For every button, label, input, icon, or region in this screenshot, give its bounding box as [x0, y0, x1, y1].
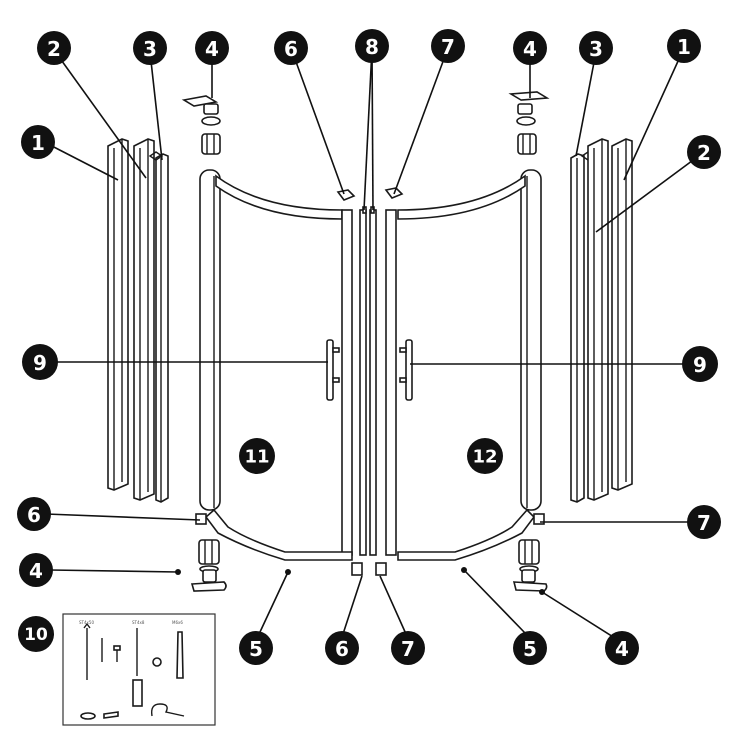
callout-badge-2-left-profile: 2 — [37, 31, 71, 65]
callout-badge-9-right-handle: 9 — [682, 346, 718, 382]
callout-badge-12-right-door: 12 — [467, 438, 503, 474]
callout-badge-6-bottom-centre: 6 — [325, 631, 359, 665]
svg-text:6: 6 — [27, 503, 41, 527]
right-wall-profile-2 — [587, 138, 609, 501]
callout-badge-6-left-bottom: 6 — [17, 497, 51, 531]
leader-dot — [175, 569, 181, 575]
leader-dot — [285, 569, 291, 575]
svg-text:M6x6: M6x6 — [172, 620, 183, 625]
svg-text:ST4x50: ST4x50 — [79, 620, 94, 625]
svg-text:11: 11 — [244, 447, 269, 468]
callout-badge-5-right-bottom-profile: 5 — [513, 631, 547, 665]
svg-text:9: 9 — [33, 351, 47, 375]
svg-text:10: 10 — [24, 625, 48, 645]
callout-badge-1-right-profile: 1 — [667, 29, 701, 63]
svg-text:7: 7 — [401, 637, 415, 661]
centre-magnetic-seal-profiles — [359, 206, 377, 556]
callout-badge-8-seals: 8 — [355, 29, 389, 63]
leader-dot — [539, 589, 545, 595]
callout-badge-4-right-top-bracket: 4 — [513, 31, 547, 65]
callout-badge-10-fixings: 10 — [18, 616, 54, 652]
callout-badge-11-left-door: 11 — [239, 438, 275, 474]
callout-badge-7-top: 7 — [431, 29, 465, 63]
left-door-handle — [326, 339, 340, 401]
svg-text:3: 3 — [143, 37, 157, 61]
svg-text:9: 9 — [693, 353, 707, 377]
svg-text:5: 5 — [249, 637, 263, 661]
callout-badge-3-right-profile: 3 — [579, 31, 613, 65]
leader-dot — [461, 567, 467, 573]
left-wall-profile-2 — [133, 138, 155, 501]
right-wall-profile-3 — [570, 151, 596, 503]
svg-text:4: 4 — [205, 37, 219, 61]
svg-text:6: 6 — [335, 637, 349, 661]
callout-badge-4-left-bottom-bracket: 4 — [19, 553, 53, 587]
svg-text:5: 5 — [523, 637, 537, 661]
right-door-panel — [384, 169, 545, 561]
left-door-panel — [195, 169, 356, 561]
svg-text:2: 2 — [47, 37, 61, 61]
left-bottom-pivot-bracket — [190, 539, 227, 592]
svg-text:7: 7 — [697, 511, 711, 535]
callout-badge-7-right-bottom: 7 — [687, 505, 721, 539]
svg-text:4: 4 — [615, 637, 629, 661]
left-top-pivot-bracket — [181, 95, 221, 155]
callout-badge-6-top: 6 — [274, 31, 308, 65]
callout-badge-1-left-profile: 1 — [21, 125, 55, 159]
svg-text:4: 4 — [523, 37, 537, 61]
svg-text:7: 7 — [441, 35, 455, 59]
svg-text:ST4x8: ST4x8 — [132, 620, 145, 625]
svg-text:3: 3 — [589, 37, 603, 61]
svg-text:2: 2 — [697, 141, 711, 165]
bottom-centre-guides — [351, 562, 387, 576]
right-top-pivot-bracket — [508, 91, 550, 155]
svg-text:4: 4 — [29, 559, 43, 583]
right-bottom-pivot-bracket — [512, 539, 548, 592]
right-wall-profile-1 — [611, 138, 633, 491]
svg-text:12: 12 — [472, 447, 497, 468]
callout-badge-3-left-profile: 3 — [133, 31, 167, 65]
svg-text:8: 8 — [365, 35, 379, 59]
left-wall-profile-3 — [148, 151, 169, 503]
callout-badge-9-left-handle: 9 — [22, 344, 58, 380]
left-wall-profile-1 — [107, 138, 129, 491]
callout-badge-2-right-profile: 2 — [687, 135, 721, 169]
svg-text:6: 6 — [284, 37, 298, 61]
right-door-handle — [399, 339, 413, 401]
svg-text:1: 1 — [677, 35, 691, 59]
fixings-kit-box: ST4x50 ST4x8 M6x6 — [62, 613, 216, 726]
callout-badge-4-right-bottom-bracket: 4 — [605, 631, 639, 665]
callout-badge-5-left-bottom-profile: 5 — [239, 631, 273, 665]
callout-badge-4-left-top-bracket: 4 — [195, 31, 229, 65]
leader-lines — [45, 47, 705, 641]
svg-text:1: 1 — [31, 131, 45, 155]
callout-badge-7-bottom-centre: 7 — [391, 631, 425, 665]
